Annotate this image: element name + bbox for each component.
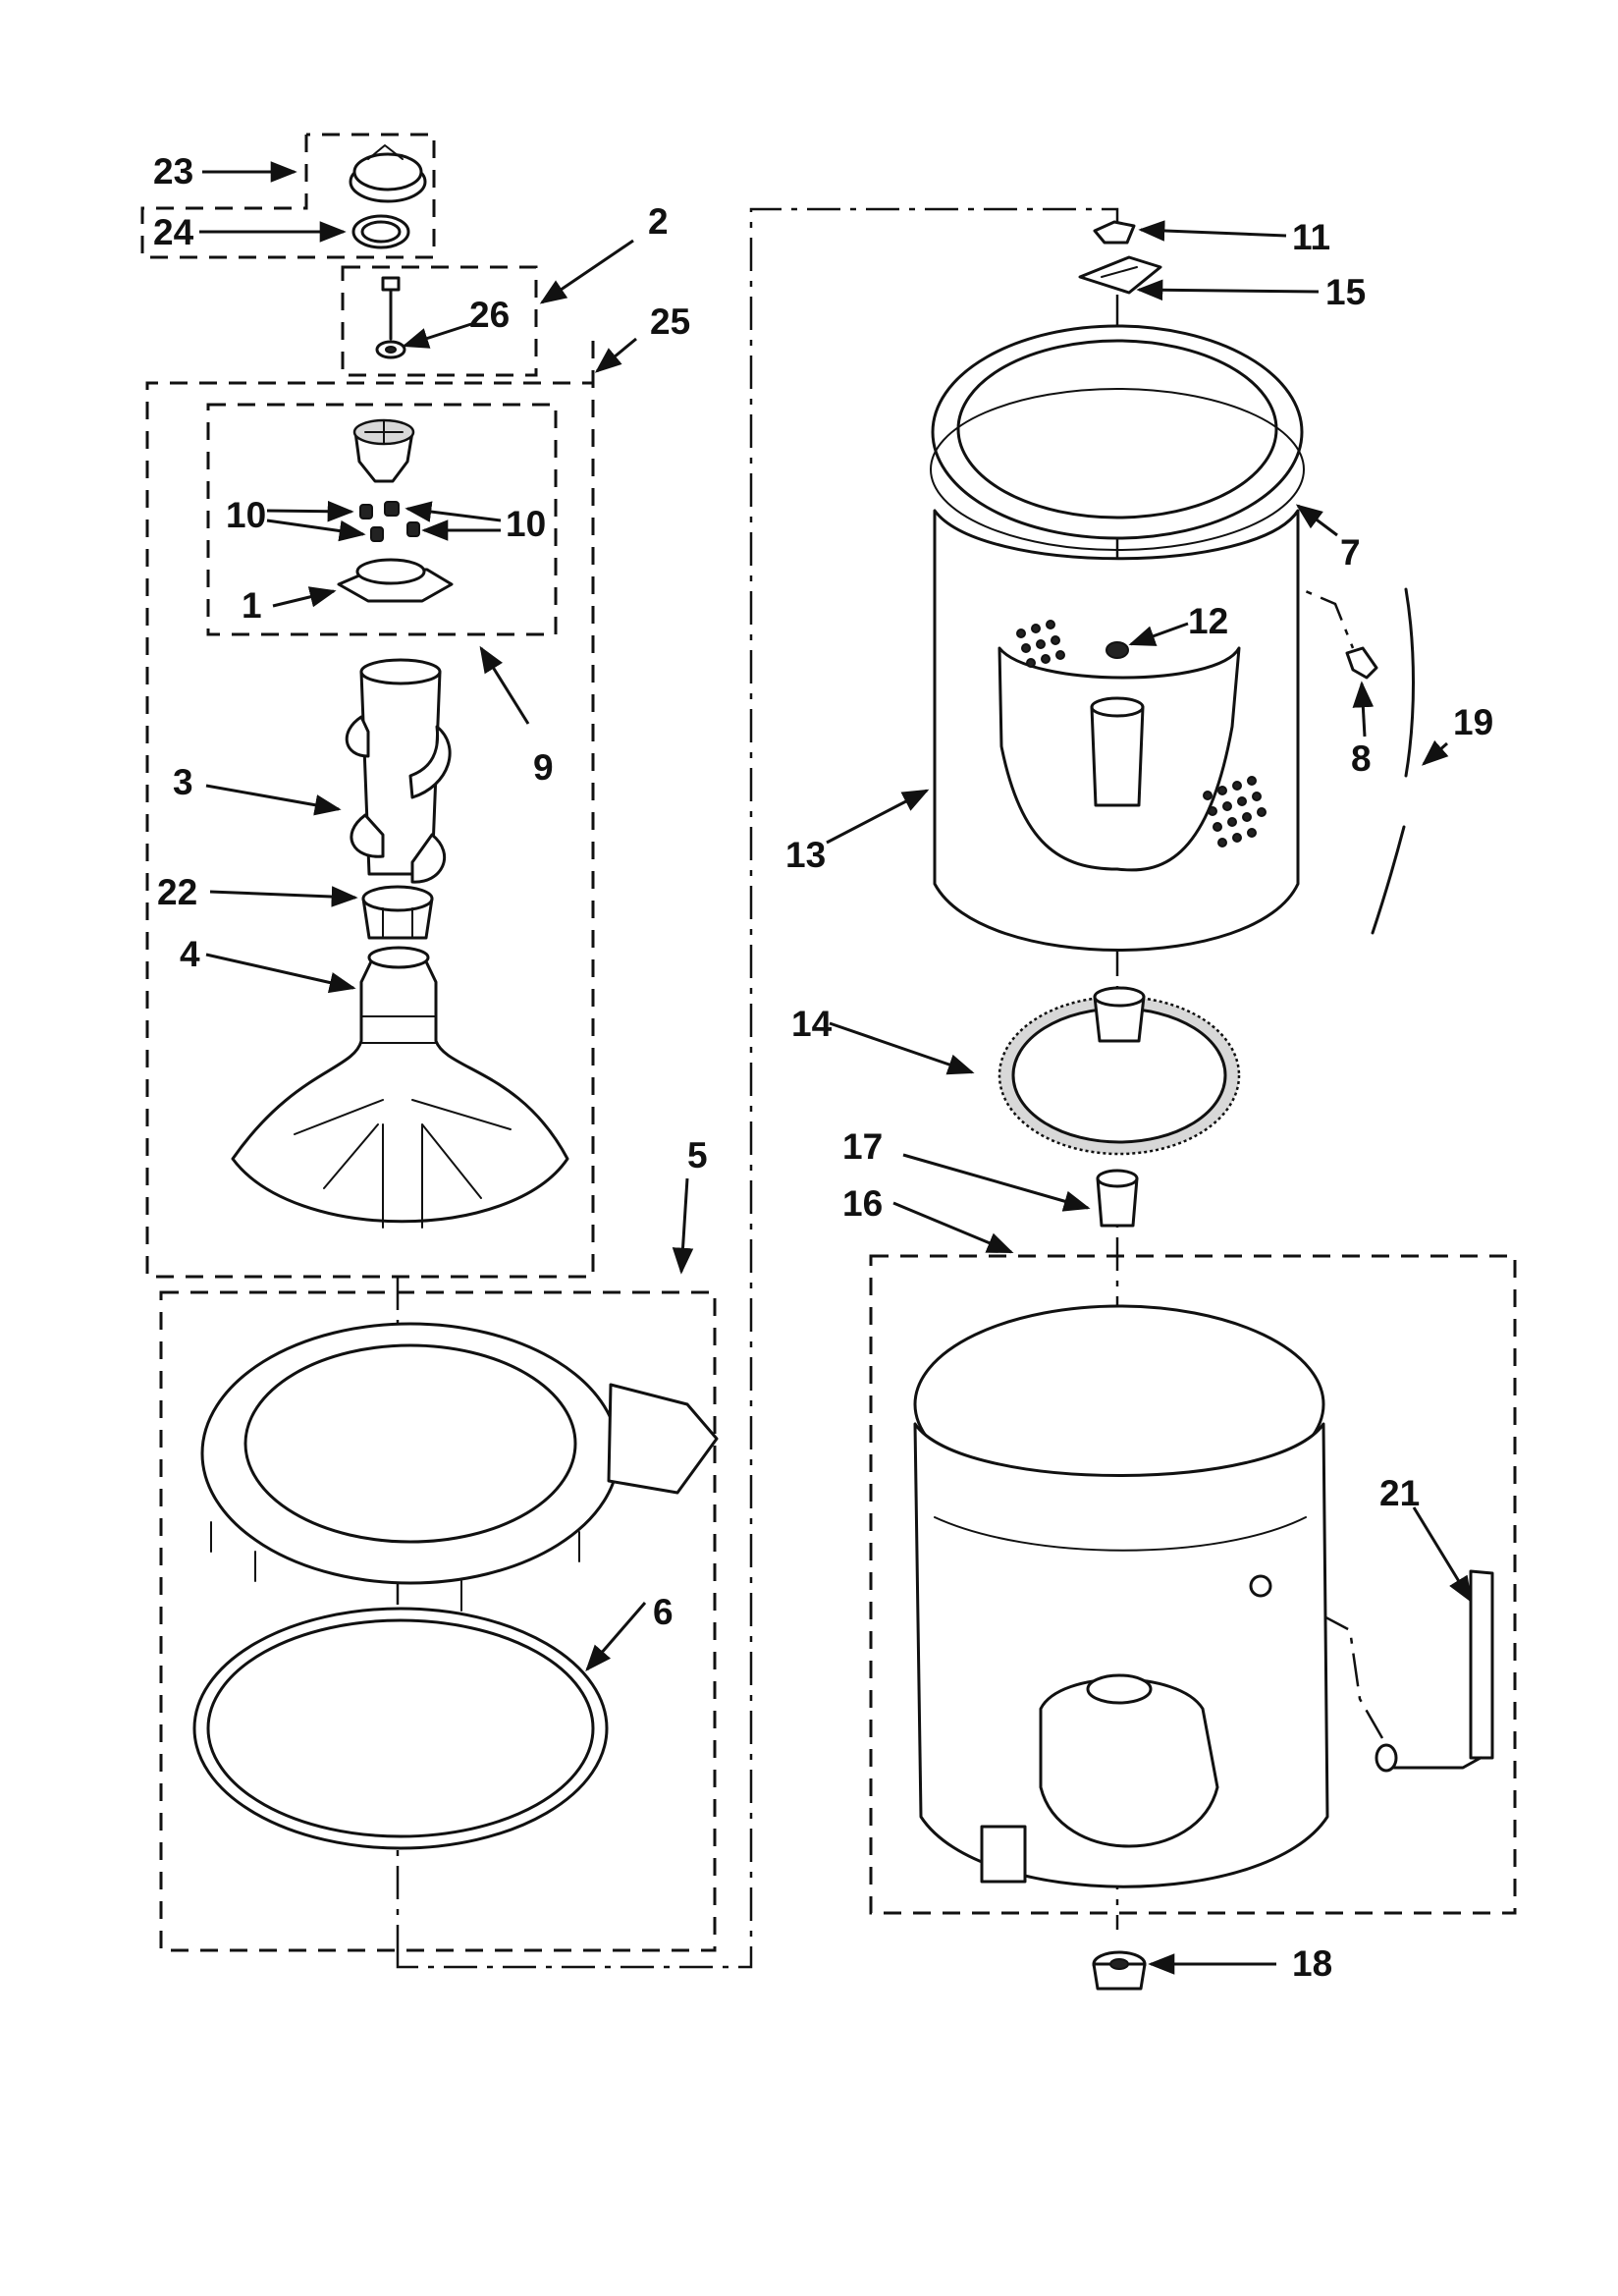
part-13-basket bbox=[930, 324, 1305, 952]
callout-14: 14 bbox=[791, 1004, 833, 1044]
part-3-auger bbox=[345, 658, 452, 884]
part-19-tube bbox=[1371, 587, 1415, 935]
part-16-outer-tub bbox=[913, 1304, 1329, 1888]
callout-25: 25 bbox=[650, 301, 690, 342]
callout-labels: 23 24 2 26 25 10 10 1 9 3 22 4 5 6 11 15… bbox=[153, 151, 1493, 1984]
callout-6: 6 bbox=[653, 1592, 674, 1632]
part-23-cap bbox=[349, 144, 427, 203]
callout-24: 24 bbox=[153, 212, 194, 252]
part-26-bolt bbox=[375, 276, 406, 359]
part-15-bracket bbox=[1078, 255, 1162, 295]
part-22-bearing bbox=[361, 885, 434, 940]
callout-10-right: 10 bbox=[506, 504, 546, 544]
part-6-gasket bbox=[192, 1607, 609, 1850]
group-boxes bbox=[140, 133, 1517, 1952]
callout-19: 19 bbox=[1453, 702, 1493, 742]
callout-11: 11 bbox=[1292, 217, 1330, 257]
callout-3: 3 bbox=[173, 762, 193, 802]
callout-15: 15 bbox=[1325, 272, 1366, 312]
part-1-cam-base bbox=[337, 558, 454, 603]
part-9-cam bbox=[352, 418, 415, 483]
part-10-dogs bbox=[359, 501, 420, 542]
part-24-ring bbox=[351, 214, 410, 249]
callout-17: 17 bbox=[842, 1126, 883, 1167]
part-18-seal bbox=[1092, 1950, 1147, 1991]
callout-10-left: 10 bbox=[226, 495, 266, 535]
callout-22: 22 bbox=[157, 872, 197, 912]
callout-16: 16 bbox=[842, 1183, 883, 1224]
callout-1: 1 bbox=[242, 585, 262, 626]
callout-5: 5 bbox=[687, 1135, 708, 1175]
callout-12: 12 bbox=[1188, 601, 1228, 641]
part-21-hose bbox=[1375, 1569, 1494, 1773]
callout-4: 4 bbox=[180, 934, 200, 974]
callout-9: 9 bbox=[533, 747, 554, 788]
callout-8: 8 bbox=[1351, 738, 1372, 779]
callout-23: 23 bbox=[153, 151, 193, 191]
callout-13: 13 bbox=[785, 835, 826, 875]
callout-26: 26 bbox=[469, 295, 510, 335]
part-5-tub-ring bbox=[200, 1322, 719, 1612]
part-17-drive-block bbox=[1096, 1169, 1139, 1228]
part-11-clip bbox=[1093, 220, 1136, 245]
callout-2: 2 bbox=[648, 201, 669, 242]
leader-arrows bbox=[199, 161, 1473, 1975]
callout-18: 18 bbox=[1292, 1943, 1332, 1984]
part-4-agitator-base bbox=[231, 946, 569, 1229]
part-14-hub bbox=[998, 986, 1241, 1156]
callout-7: 7 bbox=[1340, 532, 1361, 573]
part-8-clip bbox=[1345, 646, 1378, 680]
callout-21: 21 bbox=[1379, 1473, 1420, 1513]
